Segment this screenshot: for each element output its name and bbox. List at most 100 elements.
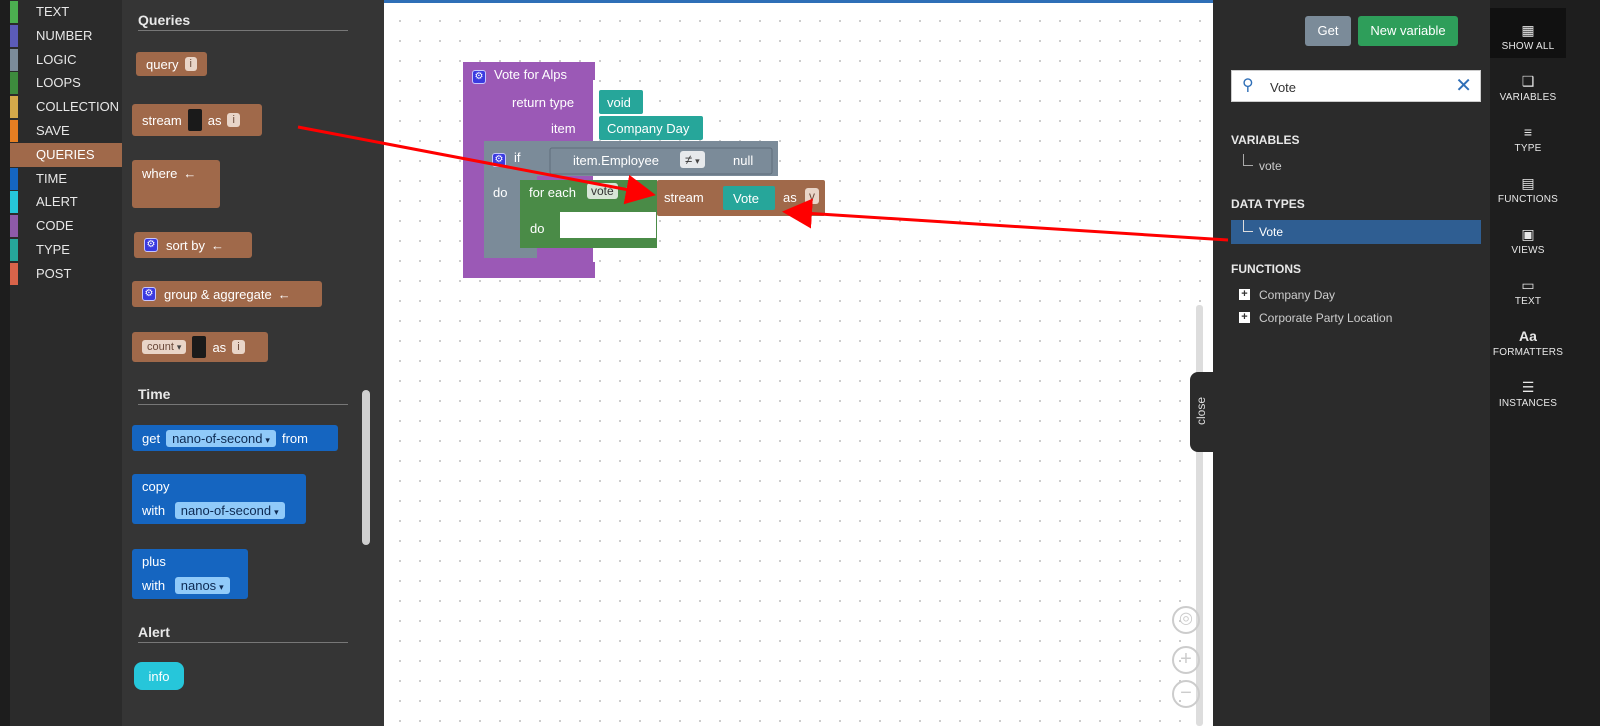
stream-type-value[interactable]: Vote <box>733 191 760 206</box>
nav-instances[interactable]: ☰INSTANCES <box>1490 365 1566 415</box>
stream-var-slot[interactable]: i <box>227 113 240 127</box>
category-collection[interactable]: COLLECTION <box>10 95 122 119</box>
get-time-from-label: from <box>281 430 308 446</box>
close-panel-tab[interactable]: close <box>1190 372 1214 452</box>
condition-field[interactable]: item.Employee <box>573 153 659 168</box>
gear-icon[interactable]: ⚙ <box>144 238 158 252</box>
right-nav: ▦SHOW ALL❑VARIABLES≡TYPE▤FUNCTIONS▣VIEWS… <box>1490 0 1600 726</box>
sort-by-label: sort by <box>166 237 206 253</box>
nav-label: SHOW ALL <box>1501 41 1555 52</box>
blockly-workspace[interactable] <box>384 0 1213 726</box>
variable-item[interactable]: vote <box>1231 154 1481 178</box>
count-slot[interactable] <box>192 336 207 358</box>
function-item[interactable]: +Company Day <box>1231 283 1481 307</box>
category-label: LOOPS <box>36 75 81 91</box>
stream-block[interactable]: stream as i <box>132 104 262 136</box>
block-flyout: Queries query i stream as i where ← ⚙ so… <box>122 0 384 726</box>
category-color-swatch <box>10 191 18 214</box>
stream-variable[interactable]: v <box>805 188 819 204</box>
category-label: SAVE <box>36 122 70 138</box>
gear-icon[interactable]: ⚙ <box>492 153 506 167</box>
for-each-do-label: do <box>530 221 545 236</box>
flyout-scrollbar[interactable] <box>362 390 370 545</box>
plus-time-block[interactable]: plus with nanos▾ <box>132 549 248 599</box>
expand-icon[interactable]: + <box>1239 312 1250 323</box>
nav-functions[interactable]: ▤FUNCTIONS <box>1490 161 1566 211</box>
category-loops[interactable]: LOOPS <box>10 71 122 95</box>
get-time-block[interactable]: get nano-of-second▾ from <box>132 425 338 451</box>
category-label: POST <box>36 265 72 281</box>
data-type-item[interactable]: Vote <box>1231 220 1481 244</box>
category-color-swatch <box>10 262 18 285</box>
get-time-dropdown[interactable]: nano-of-second▾ <box>166 429 276 447</box>
zoom-out-icon[interactable]: − <box>1172 680 1200 708</box>
search-input[interactable] <box>1270 77 1450 97</box>
sort-by-block[interactable]: ⚙ sort by ← <box>134 232 252 258</box>
return-type-label: return type <box>512 95 575 110</box>
category-save[interactable]: SAVE <box>10 119 122 143</box>
item-type-value[interactable]: Company Day <box>607 121 690 136</box>
function-name[interactable]: Vote for Alps <box>494 67 567 82</box>
expand-icon[interactable]: + <box>1239 289 1250 300</box>
category-text[interactable]: TEXT <box>10 0 122 24</box>
sort-by-arrow: ← <box>211 237 225 253</box>
if-row[interactable]: ⚙ if <box>492 150 521 167</box>
category-alert[interactable]: ALERT <box>10 190 122 214</box>
plus-time-dropdown[interactable]: nanos▾ <box>174 577 230 594</box>
query-slot[interactable]: i <box>184 57 197 71</box>
tree-line <box>1243 220 1253 232</box>
category-color-swatch <box>10 143 18 166</box>
for-each-variable[interactable]: vote <box>587 183 618 199</box>
workspace-scrollbar[interactable] <box>1196 305 1203 726</box>
count-block[interactable]: count▾ as i <box>132 332 268 362</box>
functions-header: FUNCTIONS <box>1231 262 1301 276</box>
gear-icon[interactable]: ⚙ <box>142 287 156 301</box>
condition-value[interactable]: null <box>733 153 754 168</box>
category-queries[interactable]: QUERIES <box>10 142 122 167</box>
info-alert-block[interactable]: info <box>134 662 184 690</box>
function-item[interactable]: +Corporate Party Location <box>1231 306 1481 330</box>
toolbox-panel: Get New variable ⚲ ✕ VARIABLES vote DATA… <box>1213 0 1490 726</box>
section-title-alert: Alert <box>138 624 170 640</box>
nav-type[interactable]: ≡TYPE <box>1490 110 1566 160</box>
copy-time-label: copy <box>142 479 170 494</box>
if-label: if <box>514 150 521 165</box>
gear-icon[interactable]: ⚙ <box>472 70 486 84</box>
query-block[interactable]: query i <box>136 52 207 76</box>
for-each-label: for each <box>529 185 576 200</box>
copy-with-label: with <box>142 503 166 518</box>
document-icon: ▭ <box>1521 277 1535 293</box>
category-label: QUERIES <box>36 146 95 162</box>
zoom-in-icon[interactable]: + <box>1172 646 1200 674</box>
count-var-slot[interactable]: i <box>232 340 245 354</box>
category-post[interactable]: POST <box>10 262 122 286</box>
condition-operator-dropdown[interactable]: ≠▾ <box>680 151 705 168</box>
function-title-row[interactable]: ⚙ Vote for Alps <box>472 67 567 84</box>
new-variable-button[interactable]: New variable <box>1358 16 1458 46</box>
nav-views[interactable]: ▣VIEWS <box>1490 212 1566 262</box>
category-type[interactable]: TYPE <box>10 238 122 262</box>
search-box[interactable]: ⚲ ✕ <box>1231 70 1481 102</box>
group-aggregate-block[interactable]: ⚙ group & aggregate ← <box>132 281 322 307</box>
clear-search-icon[interactable]: ✕ <box>1455 75 1472 97</box>
where-block[interactable]: where ← <box>132 160 220 208</box>
nav-show-all[interactable]: ▦SHOW ALL <box>1490 8 1566 58</box>
get-button[interactable]: Get <box>1305 16 1351 46</box>
info-alert-label: info <box>148 668 170 684</box>
copy-time-block[interactable]: copy with nano-of-second▾ <box>132 474 306 524</box>
nav-variables[interactable]: ❑VARIABLES <box>1490 59 1566 109</box>
category-color-swatch <box>10 167 18 190</box>
category-code[interactable]: CODE <box>10 214 122 238</box>
count-dropdown[interactable]: count▾ <box>142 340 187 354</box>
category-time[interactable]: TIME <box>10 167 122 191</box>
nav-text[interactable]: ▭TEXT <box>1490 263 1566 313</box>
nav-label: VIEWS <box>1511 245 1545 256</box>
category-logic[interactable]: LOGIC <box>10 48 122 72</box>
category-number[interactable]: NUMBER <box>10 24 122 48</box>
plus-time-label: plus <box>142 554 166 569</box>
recenter-icon[interactable]: ◎ <box>1172 606 1200 634</box>
copy-time-dropdown[interactable]: nano-of-second▾ <box>174 502 285 519</box>
return-type-value[interactable]: void <box>607 95 631 110</box>
stream-type-slot[interactable] <box>187 109 202 131</box>
